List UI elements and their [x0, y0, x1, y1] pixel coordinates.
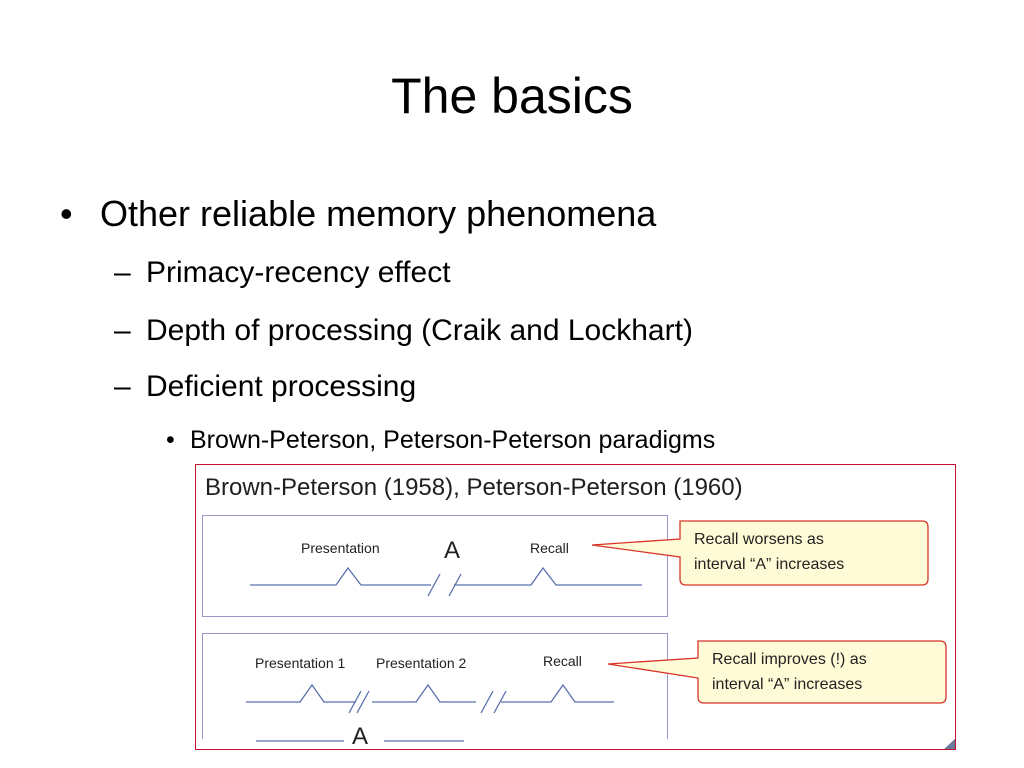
- break-mark: [427, 573, 441, 597]
- break-mark: [493, 690, 507, 714]
- timeline-panel2-c: [501, 683, 614, 703]
- figure-title: Brown-Peterson (1958), Peterson-Peterson…: [205, 474, 743, 501]
- timeline-panel2-a: [246, 683, 356, 703]
- label-interval-a-2: A: [352, 723, 369, 750]
- break-mark: [448, 573, 462, 597]
- break-mark: [480, 690, 494, 714]
- label-interval-a: A: [444, 537, 461, 564]
- timeline-panel1: [250, 566, 431, 586]
- bullet-text: Other reliable memory phenomena: [100, 193, 657, 234]
- dash-marker: –: [114, 256, 131, 289]
- sub-sub-bullet-paradigms: • Brown-Peterson, Peterson-Peterson para…: [166, 423, 716, 457]
- callout2-line2: interval “A” increases: [712, 676, 863, 693]
- paradigm-figure: Brown-Peterson (1958), Peterson-Peterson…: [195, 464, 956, 750]
- label-recall: Recall: [530, 540, 569, 556]
- sub-bullet-text: Deficient processing: [146, 370, 417, 403]
- sub-sub-bullet-text: Brown-Peterson, Peterson-Peterson paradi…: [190, 426, 716, 454]
- dash-marker: –: [114, 314, 131, 347]
- bullet-marker: •: [166, 426, 175, 454]
- label-presentation: Presentation: [301, 540, 380, 556]
- timeline-panel2-b: [372, 683, 476, 703]
- callout-recall-improves: [607, 640, 947, 704]
- sub-bullet-text: Primacy-recency effect: [146, 256, 451, 289]
- callout-recall-worsens: [591, 520, 929, 586]
- corner-fold: [944, 738, 955, 749]
- sub-bullet-depth: – Depth of processing (Craik and Lockhar…: [114, 312, 693, 350]
- callout1-line1: Recall worsens as: [694, 531, 824, 548]
- slide-title: The basics: [391, 68, 633, 124]
- callout1-line2: interval “A” increases: [694, 556, 845, 573]
- bullet-marker: •: [60, 193, 73, 234]
- panel-brown-peterson: [202, 515, 668, 617]
- label-presentation-2: Presentation 2: [376, 655, 467, 671]
- panel-peterson-peterson: [202, 633, 668, 739]
- callout2-line1: Recall improves (!) as: [712, 651, 867, 668]
- sub-bullet-deficient: – Deficient processing: [114, 368, 417, 406]
- sub-bullet-text: Depth of processing (Craik and Lockhart): [146, 314, 693, 347]
- figure-diagram: [246, 520, 955, 749]
- label-presentation-1: Presentation 1: [255, 655, 346, 671]
- break-mark: [348, 690, 362, 714]
- dash-marker: –: [114, 370, 131, 403]
- bullet-level1: • Other reliable memory phenomena: [60, 192, 657, 236]
- timeline-panel1-recall: [454, 566, 642, 586]
- sub-bullet-primacy: – Primacy-recency effect: [114, 254, 451, 292]
- break-mark: [356, 690, 370, 714]
- label-recall-2: Recall: [543, 653, 582, 669]
